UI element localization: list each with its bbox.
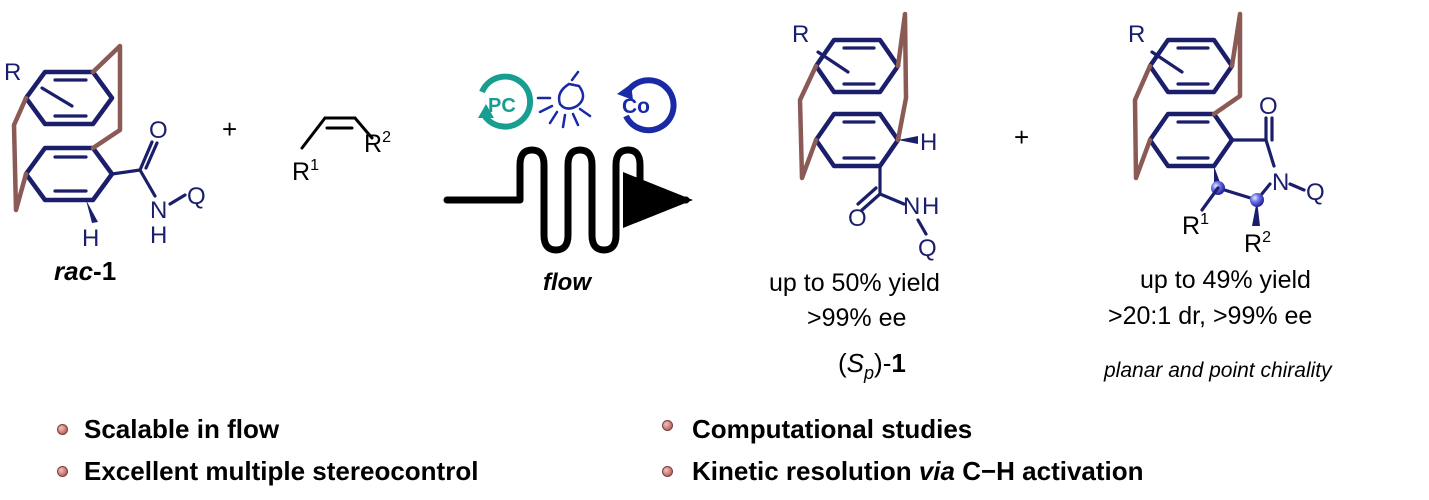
reactant-c-o-bond <box>138 140 154 172</box>
product2-bridge-left <box>1132 63 1153 181</box>
highlight-scalable: Scalable in flow <box>84 414 280 444</box>
reactant-rac-1: R O N H Q H rac-1 <box>4 43 206 286</box>
reactant-label-number: -1 <box>93 256 116 286</box>
bullet-dot-icon <box>57 424 68 435</box>
reaction-conditions: PC Co flow <box>443 70 693 296</box>
product2-o-label: O <box>1259 93 1278 120</box>
product1-c-n-bond <box>878 192 906 206</box>
alkene-r2-sup: 2 <box>382 129 391 146</box>
product1-c-o-bond <box>856 186 878 206</box>
product1-h-label: H <box>920 129 937 156</box>
pc-label: PC <box>488 95 516 117</box>
product1-bridge-right <box>895 11 909 143</box>
product1-ee: >99% ee <box>807 304 906 332</box>
product2-wedge-bond <box>1252 200 1260 226</box>
product1-h-wedge <box>898 136 918 144</box>
reactant-bridge-right <box>90 43 123 151</box>
reactant-c-n-bond <box>138 168 157 198</box>
product1-q-label: Q <box>918 235 937 262</box>
alkene-bond <box>300 116 327 150</box>
product2-r-bond <box>1150 50 1184 74</box>
reactant-h-label: H <box>82 225 99 252</box>
reactant-bridge-left <box>11 95 29 213</box>
alkene: R1 R2 <box>292 116 391 186</box>
plus-sign-1: + <box>222 114 237 144</box>
co-cycle-icon: Co <box>617 77 677 134</box>
product1-label: (Sp)-1 <box>838 348 906 383</box>
alkene-r2-base: R <box>364 130 382 158</box>
reactant-label: rac-1 <box>54 256 116 286</box>
reactant-nh-label: H <box>150 222 167 249</box>
product2-bridge-right <box>1211 11 1243 117</box>
product1-label-number: 1 <box>891 348 905 378</box>
product1-yield: up to 50% yield <box>769 269 940 297</box>
reactant-c-o-bond <box>144 141 159 170</box>
alkene-r1-sup: 1 <box>310 157 319 174</box>
product2-c-r1-bond <box>1200 186 1220 212</box>
reactant-r-bond <box>40 86 74 108</box>
alkene-bond <box>353 116 374 140</box>
product1-label-p: p <box>863 363 874 383</box>
product2-dr-ee: >20:1 dr, >99% ee <box>1108 302 1312 330</box>
highlight-kinetic-via: via <box>918 456 955 486</box>
product2-q-label: Q <box>1306 179 1325 206</box>
reactant-r-label: R <box>4 59 21 86</box>
product2-r2-label: R2 <box>1244 229 1271 258</box>
bullet-dot-icon <box>662 466 673 477</box>
pc-cycle-icon: PC <box>478 73 534 130</box>
alkene-r1-label: R1 <box>292 157 319 186</box>
lamp-icon <box>536 70 592 129</box>
plus-sign-2: + <box>1014 122 1029 152</box>
reactant-label-prefix: rac <box>54 256 94 286</box>
alkene-r2-label: R2 <box>364 129 391 158</box>
product2-n-label: N <box>1272 169 1289 196</box>
bullet-dot-icon <box>662 420 673 431</box>
highlight-kinetic-post: C−H activation <box>954 456 1144 486</box>
reactant-o-label: O <box>149 117 168 144</box>
reactant-n-label: N <box>150 197 167 224</box>
highlight-stereocontrol: Excellent multiple stereocontrol <box>84 456 479 486</box>
product1-c-o-bond <box>860 192 882 212</box>
product-2: R O N Q R1 R2 up to 49% yield >20:1 dr, … <box>1103 11 1333 382</box>
product1-n-label: N <box>903 193 920 220</box>
product2-r1-base: R <box>1182 212 1200 240</box>
flow-reactor-coil <box>443 146 693 254</box>
reactant-carbonyl-bond <box>110 168 142 176</box>
reactant-q-label: Q <box>187 183 206 210</box>
highlight-kinetic-resolution: Kinetic resolution via C−H activation <box>692 456 1144 487</box>
flow-label: flow <box>543 269 592 296</box>
product2-r1-label: R1 <box>1182 211 1209 240</box>
product1-bridge-left <box>797 63 819 181</box>
product-1: R H O N H Q up to 50% yield >99% ee (Sp)… <box>769 11 940 383</box>
product1-label-close: )- <box>874 348 891 378</box>
product2-stereocenter-marker <box>1250 193 1264 207</box>
product1-label-s: S <box>847 348 865 378</box>
co-label: Co <box>622 95 650 118</box>
product2-chirality-note: planar and point chirality <box>1103 359 1333 382</box>
highlight-computational: Computational studies <box>692 414 973 444</box>
product1-r-label: R <box>792 21 809 48</box>
bullet-dot-icon <box>57 466 68 477</box>
product2-r-label: R <box>1128 21 1145 48</box>
product1-label-open: ( <box>838 348 847 378</box>
product2-c-n-bond <box>1264 138 1276 168</box>
product1-r-bond <box>816 50 850 74</box>
product2-r1-sup: 1 <box>1200 211 1209 228</box>
product1-n-q-bond <box>916 218 928 236</box>
alkene-r1-base: R <box>292 158 310 186</box>
reactant-n-q-bond <box>168 193 187 206</box>
product2-r2-base: R <box>1244 230 1262 258</box>
highlight-kinetic-pre: Kinetic resolution <box>692 456 919 486</box>
product2-r2-sup: 2 <box>1262 229 1271 246</box>
product1-o-label: O <box>848 205 867 232</box>
product2-yield: up to 49% yield <box>1140 266 1311 294</box>
product2-n-q-bond <box>1288 182 1306 192</box>
product1-nh-label: H <box>922 193 939 220</box>
reactant-h-wedge <box>86 200 98 223</box>
